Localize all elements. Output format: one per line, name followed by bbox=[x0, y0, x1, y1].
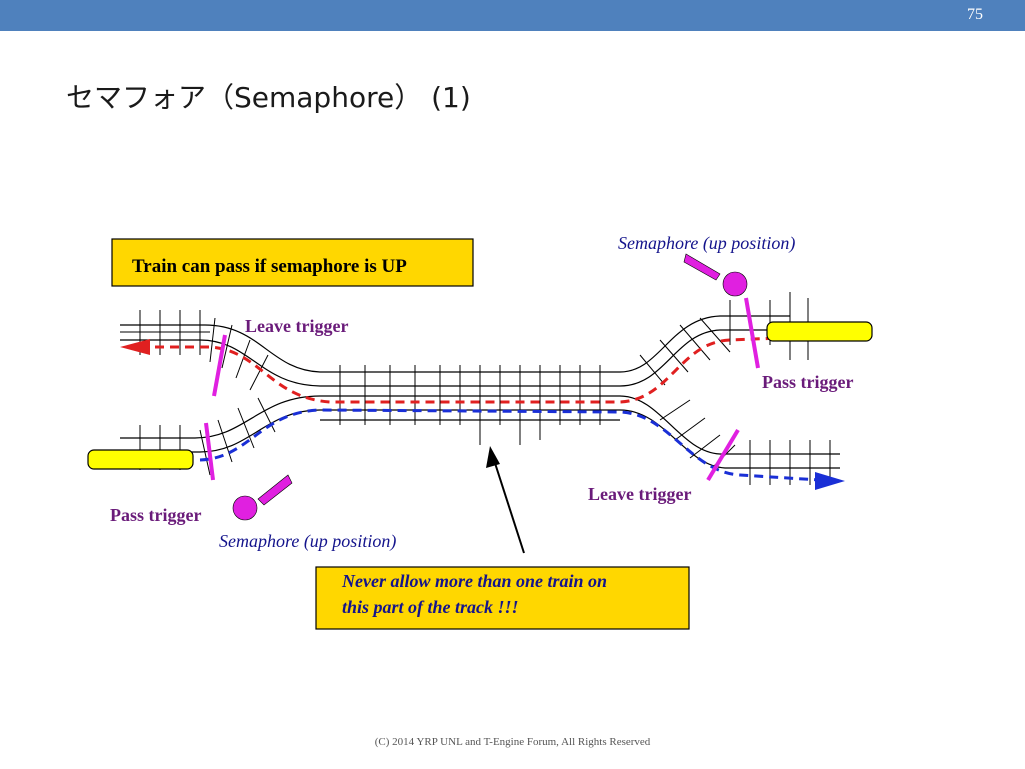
pass-trigger-right-label: Pass trigger bbox=[762, 372, 853, 392]
semaphore-bottom-label: Semaphore (up position) bbox=[219, 531, 396, 552]
train-right bbox=[766, 321, 873, 342]
semaphore-top-label: Semaphore (up position) bbox=[618, 233, 795, 254]
leave-trigger-left-marker bbox=[212, 334, 227, 397]
pass-trigger-right-marker bbox=[744, 297, 760, 369]
semaphore-bottom bbox=[232, 474, 293, 521]
slide-number: 75 bbox=[967, 6, 983, 23]
pointer-arrow-head bbox=[486, 446, 500, 468]
train-left bbox=[87, 449, 194, 470]
track-rails bbox=[120, 315, 840, 469]
semaphore-top bbox=[683, 253, 748, 297]
info-box-bottom bbox=[315, 566, 690, 630]
pass-trigger-left-label: Pass trigger bbox=[110, 505, 201, 525]
copyright-footer: (C) 2014 YRP UNL and T-Engine Forum, All… bbox=[374, 736, 651, 748]
red-arrow-head bbox=[120, 339, 150, 355]
slide-title: セマフォア（Semaphore） (1) bbox=[66, 81, 471, 114]
leave-trigger-right-label: Leave trigger bbox=[588, 484, 691, 504]
leave-trigger-right-marker bbox=[706, 428, 740, 482]
pointer-arrow-line bbox=[493, 459, 525, 554]
leave-trigger-left-label: Leave trigger bbox=[245, 316, 348, 336]
red-route-line bbox=[140, 336, 781, 404]
info-box-top bbox=[111, 238, 474, 287]
pass-trigger-left-marker bbox=[204, 422, 215, 481]
box-top-text: Train can pass if semaphore is UP bbox=[132, 256, 407, 277]
box-bottom-line1: Never allow more than one train on bbox=[341, 571, 607, 591]
header-bar: 75 bbox=[0, 0, 1025, 31]
blue-arrow-head bbox=[815, 472, 845, 490]
box-bottom-line2: this part of the track !!! bbox=[342, 597, 519, 617]
